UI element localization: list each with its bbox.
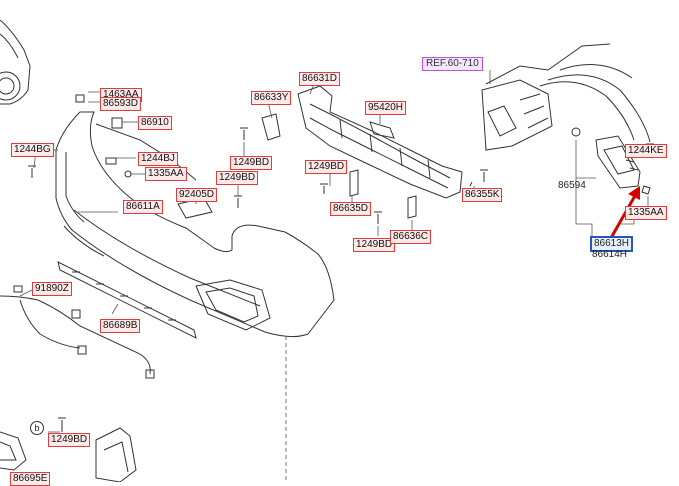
- bumper-cover-outline: [55, 111, 335, 338]
- part-label-1249bd-1[interactable]: 1249BD: [230, 156, 273, 170]
- part-label-1244bg[interactable]: 1244BG: [11, 143, 54, 157]
- part-label-86636c[interactable]: 86636C: [390, 230, 432, 244]
- part-label-86631d[interactable]: 86631D: [299, 72, 341, 86]
- wiring-harness: [0, 285, 155, 379]
- part-label-86695e[interactable]: 86695E: [10, 472, 51, 486]
- part-label-86611a[interactable]: 86611A: [123, 200, 163, 214]
- part-label-86594[interactable]: 86594: [558, 180, 586, 191]
- part-label-86910[interactable]: 86910: [138, 116, 172, 130]
- part-label-86593d[interactable]: 86593D: [100, 97, 142, 111]
- part-label-86355k[interactable]: 86355K: [462, 188, 503, 202]
- part-label-86614h[interactable]: 86614H: [592, 249, 628, 260]
- part-label-86635d[interactable]: 86635D: [330, 202, 372, 216]
- bumper-beam: [297, 85, 463, 199]
- part-label-1244ke[interactable]: 1244KE: [625, 144, 667, 158]
- small-parts: [28, 94, 488, 432]
- car-corner-illustration: [0, 19, 31, 105]
- part-label-1335aa-right[interactable]: 1335AA: [625, 206, 667, 220]
- part-label-92405d[interactable]: 92405D: [176, 188, 218, 202]
- part-label-86633y[interactable]: 86633Y: [251, 91, 292, 105]
- part-label-1249bd-5[interactable]: 1249BD: [48, 433, 91, 447]
- highlight-arrow: [609, 186, 640, 239]
- part-label-1249bd-4[interactable]: 1249BD: [353, 238, 396, 252]
- part-label-95420h[interactable]: 95420H: [365, 101, 407, 115]
- reference-label[interactable]: REF.60-710: [422, 57, 483, 71]
- callout-circle-b: b: [30, 421, 44, 435]
- lower-garnish: [57, 261, 197, 339]
- leader-lines: [19, 70, 661, 433]
- part-label-91890z[interactable]: 91890Z: [32, 282, 72, 296]
- part-label-86689b[interactable]: 86689B: [100, 319, 141, 333]
- part-label-1249bd-2[interactable]: 1249BD: [216, 171, 259, 185]
- part-label-86613h-highlighted[interactable]: 86613H: [590, 236, 634, 252]
- quarter-panel: [481, 43, 651, 151]
- part-label-1244bj[interactable]: 1244BJ: [138, 152, 178, 166]
- part-label-1249bd-3[interactable]: 1249BD: [305, 160, 348, 174]
- lower-left-parts: [0, 427, 137, 482]
- part-label-1335aa-left[interactable]: 1335AA: [145, 167, 187, 181]
